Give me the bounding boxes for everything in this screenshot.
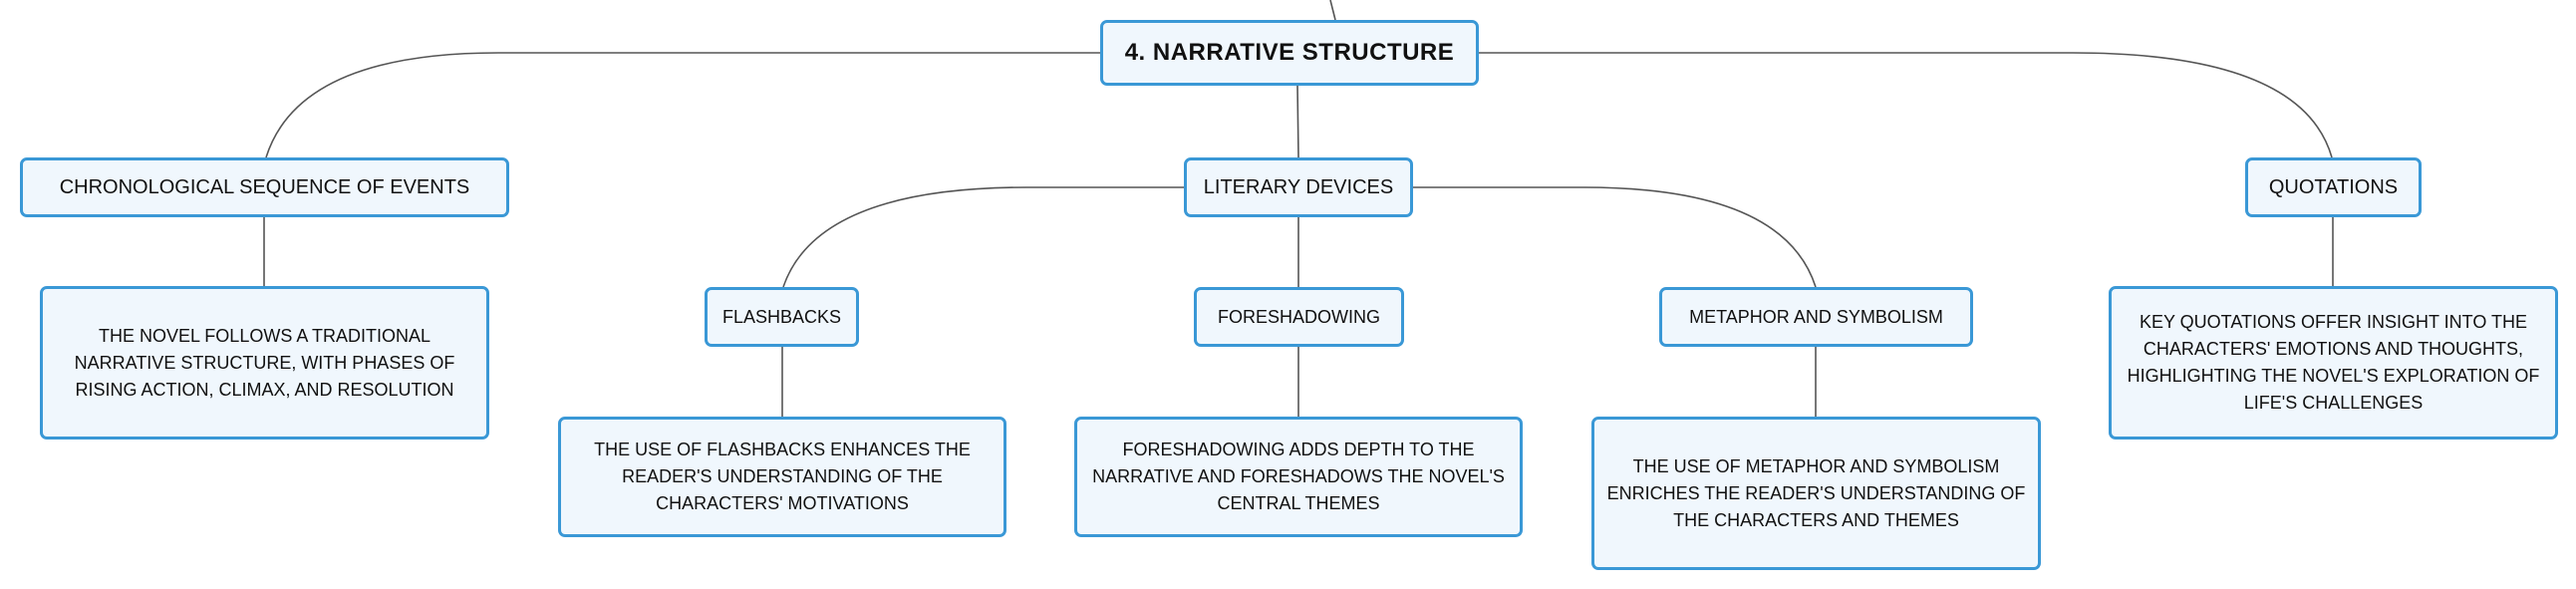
subtopic-foreshadowing[interactable]: FORESHADOWING — [1194, 287, 1404, 347]
detail-flashbacks-text: THE USE OF FLASHBACKS ENHANCES THE READE… — [594, 440, 971, 513]
connector-literary-to-flashbacks — [782, 186, 1184, 288]
topic-quotations[interactable]: QUOTATIONS — [2245, 157, 2422, 217]
detail-metaphor-text: THE USE OF METAPHOR AND SYMBOLISM ENRICH… — [1606, 455, 2026, 530]
subtopic-metaphor-symbolism[interactable]: METAPHOR AND SYMBOLISM — [1659, 287, 1973, 347]
connector-root-to-quotations — [1479, 52, 2333, 158]
connector-parent-to-root — [1329, 0, 1336, 21]
topic-literary-devices-label: LITERARY DEVICES — [1203, 175, 1394, 198]
root-topic-node[interactable]: 4. NARRATIVE STRUCTURE — [1100, 20, 1479, 86]
detail-chronological-text: THE NOVEL FOLLOWS A TRADITIONAL NARRATIV… — [74, 325, 455, 400]
topic-literary-devices[interactable]: LITERARY DEVICES — [1184, 157, 1413, 217]
connector-literary-to-metaphor — [1413, 186, 1817, 288]
subtopic-metaphor-label: METAPHOR AND SYMBOLISM — [1689, 306, 1943, 327]
detail-flashbacks[interactable]: THE USE OF FLASHBACKS ENHANCES THE READE… — [558, 417, 1006, 537]
topic-chronological-label: CHRONOLOGICAL SEQUENCE OF EVENTS — [59, 175, 470, 198]
detail-foreshadowing[interactable]: FORESHADOWING ADDS DEPTH TO THE NARRATIV… — [1074, 417, 1523, 537]
detail-metaphor-symbolism[interactable]: THE USE OF METAPHOR AND SYMBOLISM ENRICH… — [1591, 417, 2041, 570]
detail-quotations[interactable]: KEY QUOTATIONS OFFER INSIGHT INTO THE CH… — [2109, 286, 2558, 440]
subtopic-foreshadowing-label: FORESHADOWING — [1217, 306, 1380, 327]
connector-root-to-literary-devices — [1296, 85, 1299, 158]
root-topic-label: 4. NARRATIVE STRUCTURE — [1124, 39, 1455, 66]
topic-chronological-sequence[interactable]: CHRONOLOGICAL SEQUENCE OF EVENTS — [20, 157, 509, 217]
subtopic-flashbacks[interactable]: FLASHBACKS — [705, 287, 859, 347]
connector-root-to-chronological — [265, 52, 1100, 158]
topic-quotations-label: QUOTATIONS — [2268, 175, 2399, 198]
detail-chronological-sequence[interactable]: THE NOVEL FOLLOWS A TRADITIONAL NARRATIV… — [40, 286, 489, 440]
subtopic-flashbacks-label: FLASHBACKS — [721, 306, 842, 327]
detail-foreshadowing-text: FORESHADOWING ADDS DEPTH TO THE NARRATIV… — [1092, 440, 1505, 513]
detail-quotations-text: KEY QUOTATIONS OFFER INSIGHT INTO THE CH… — [2127, 312, 2540, 413]
